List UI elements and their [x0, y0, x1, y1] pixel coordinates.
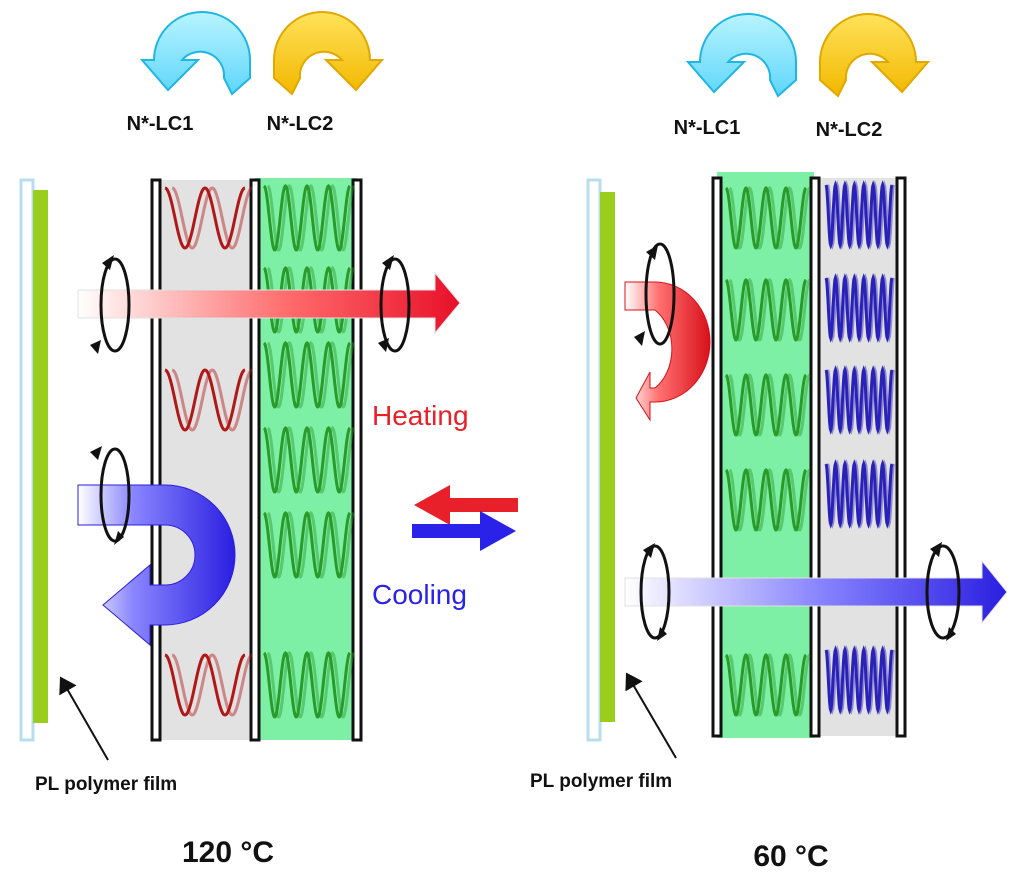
- helix-segment: [725, 653, 807, 717]
- helix-back-strand: [266, 184, 355, 252]
- cell-wall: [809, 176, 821, 738]
- helix-segment: [263, 341, 351, 409]
- reflected-red-arrow: [624, 281, 711, 422]
- reflected-blue-arrow: [77, 484, 236, 647]
- helix-segment: [164, 186, 246, 250]
- lc1-label: N*-LC1: [127, 113, 194, 135]
- helix-segment: [725, 186, 807, 250]
- circular-polarization-icon: [639, 242, 961, 640]
- transmitted-red-arrow: [77, 271, 461, 335]
- polarization-arrowheads: [90, 255, 394, 545]
- helix-segment: [263, 511, 351, 579]
- helix-back-strand: [266, 341, 355, 409]
- helix-back-strand: [266, 511, 355, 579]
- left-panel: N*-LC1 N*-LC2: [19, 11, 461, 869]
- cell-wall: [351, 178, 363, 742]
- counterclockwise-arrow-icon: [685, 13, 797, 98]
- helix-back-strand: [171, 653, 253, 717]
- clockwise-arrow-icon: [273, 11, 385, 96]
- circular-polarization-icon: [99, 257, 411, 543]
- lc1-layer: [157, 180, 255, 740]
- lc1-label: N*-LC1: [674, 117, 741, 139]
- pl-polymer-film: [600, 192, 615, 722]
- film-pointer-arrow: [59, 676, 109, 761]
- cell-wall: [249, 178, 261, 742]
- helix-back-strand: [728, 278, 811, 342]
- polarization-arrowheads: [634, 245, 956, 641]
- helix-segment: [824, 273, 894, 343]
- pl-polymer-film: [33, 190, 48, 723]
- helix-segment: [824, 180, 894, 250]
- lc1-helix-group: [164, 186, 253, 717]
- helix-back-strand: [171, 368, 253, 432]
- right-panel: N*-LC1 N*-LC2: [530, 13, 1008, 873]
- helix-back-strand: [266, 651, 355, 719]
- glass-substrate: [19, 178, 35, 742]
- counterclockwise-arrow-icon: [139, 11, 251, 96]
- lc1-layer: [717, 172, 814, 738]
- helix-back-strand: [728, 653, 811, 717]
- helix-back-strand: [171, 186, 253, 250]
- helix-segment: [725, 278, 807, 342]
- temperature-label: 120 °C: [182, 836, 274, 869]
- helix-back-strand: [728, 186, 811, 250]
- helix-segment: [263, 184, 351, 252]
- helix-back-strand: [728, 373, 811, 437]
- heating-label: Heating: [372, 400, 469, 431]
- pl-film-label: PL polymer film: [530, 771, 672, 792]
- cell-wall: [150, 178, 162, 742]
- lc2-label: N*-LC2: [267, 113, 334, 135]
- cell-wall: [895, 176, 907, 738]
- helix-back-strand: [728, 468, 811, 532]
- equilibrium-arrow-icon: [412, 485, 518, 551]
- helix-segment: [263, 426, 351, 494]
- lc1-helix-group: [725, 186, 811, 717]
- glass-substrate: [586, 178, 602, 742]
- clockwise-arrow-icon: [819, 13, 931, 98]
- cooling-label: Cooling: [372, 579, 467, 610]
- lc2-layer: [814, 178, 902, 736]
- lc2-helix-group: [824, 180, 896, 715]
- helix-segment: [725, 373, 807, 437]
- helix-segment: [824, 459, 894, 529]
- cell-wall: [711, 176, 723, 738]
- lc2-label: N*-LC2: [816, 119, 883, 141]
- helix-segment: [725, 468, 807, 532]
- transmitted-blue-arrow: [624, 559, 1008, 625]
- helix-segment: [824, 645, 894, 715]
- helix-back-strand: [266, 426, 355, 494]
- helix-segment: [164, 368, 246, 432]
- helix-segment: [263, 651, 351, 719]
- pl-film-label: PL polymer film: [35, 774, 177, 795]
- helix-segment: [164, 653, 246, 717]
- film-pointer-arrow: [625, 672, 677, 759]
- helix-segment: [824, 365, 894, 435]
- temperature-label: 60 °C: [753, 840, 828, 873]
